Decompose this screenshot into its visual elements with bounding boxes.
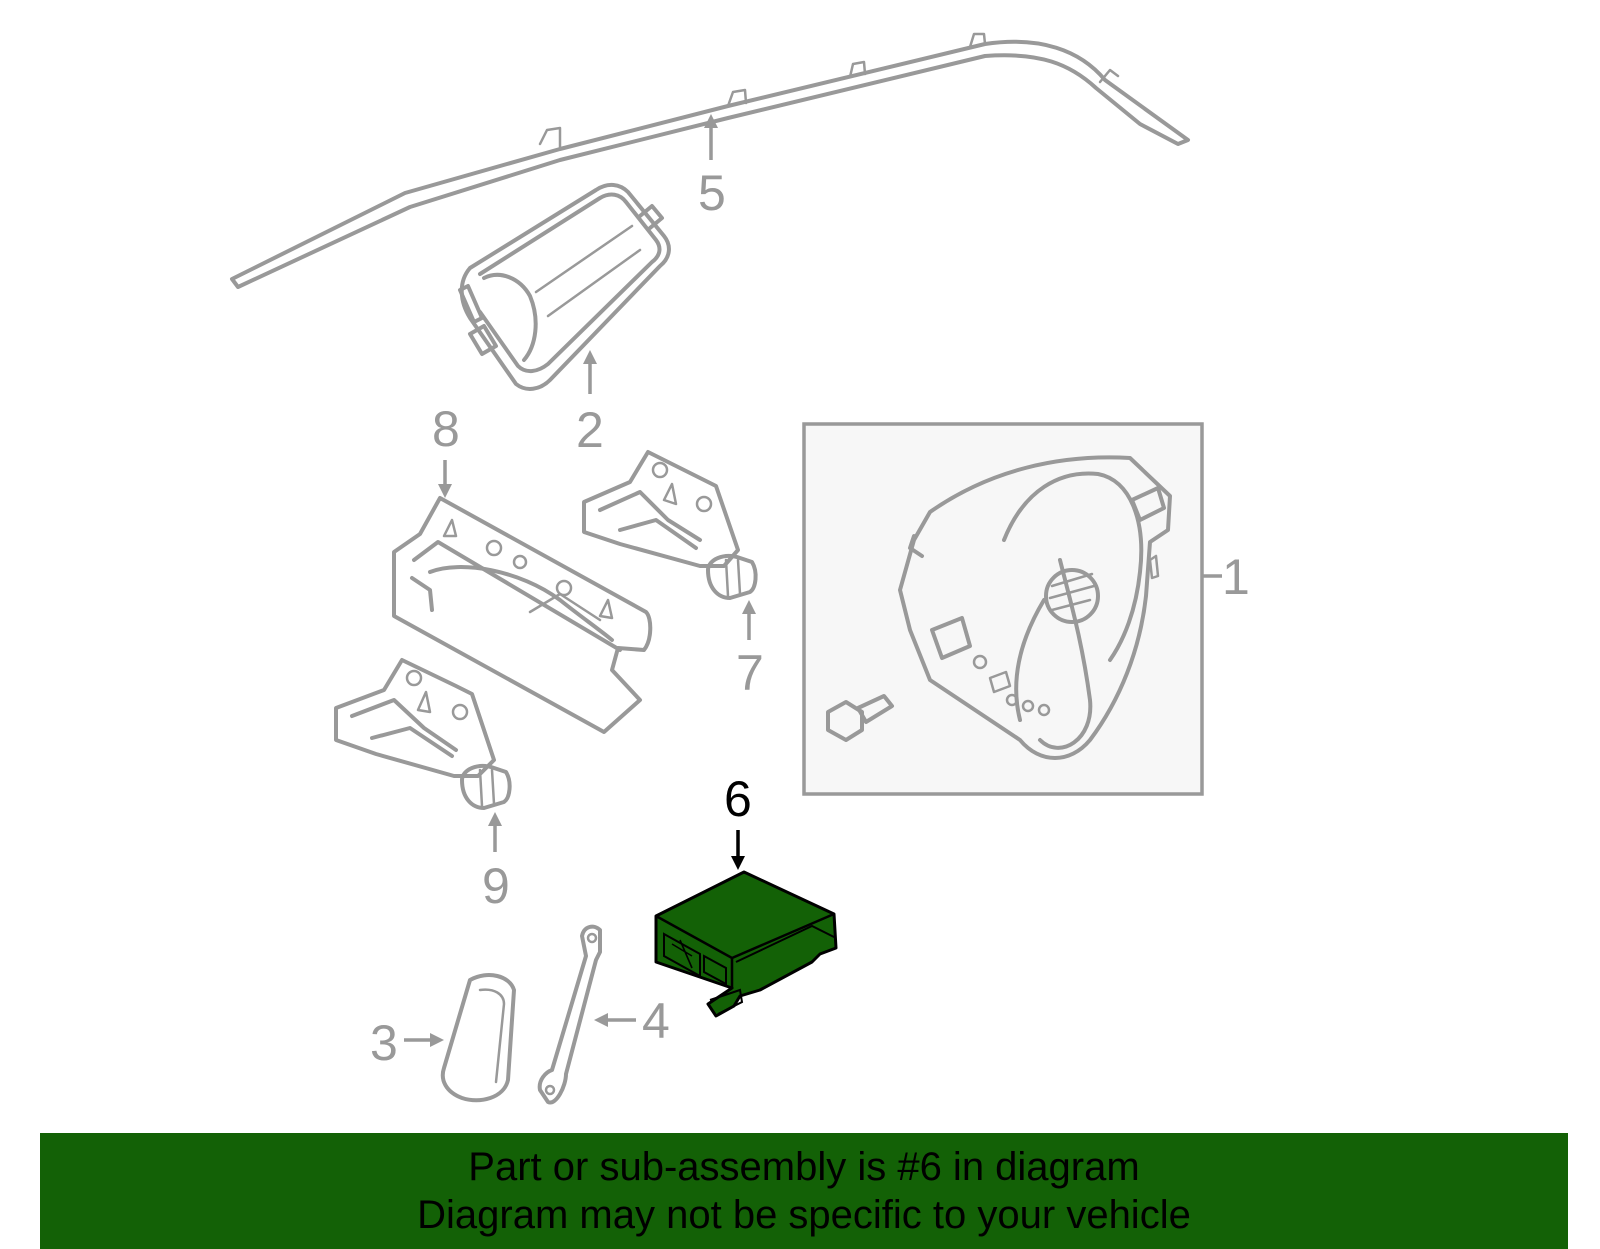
notice-banner: Part or sub-assembly is #6 in diagram Di… [40,1133,1568,1249]
callout-6[interactable]: 6 [724,771,752,827]
part-6-airbag-control-module[interactable] [654,870,838,1018]
part-1-driver-airbag-inset[interactable] [802,422,1204,796]
callout-2[interactable]: 2 [576,402,604,458]
banner-line-2: Diagram may not be specific to your vehi… [417,1193,1191,1237]
callout-1[interactable]: 1 [1222,549,1250,605]
callout-5[interactable]: 5 [698,165,726,221]
arrow-6 [731,856,745,870]
part-8-knee-bracket[interactable] [392,496,653,734]
arrow-3 [430,1033,444,1047]
callout-7[interactable]: 7 [736,645,764,701]
part-3-sensor[interactable] [440,973,516,1103]
part-7-sensor-bracket[interactable] [582,450,758,600]
arrow-2 [583,350,597,364]
part-9-sensor-bracket[interactable] [334,658,512,810]
callout-8[interactable]: 8 [432,401,460,457]
part-2-passenger-airbag[interactable] [458,183,671,391]
banner-line-1: Part or sub-assembly is #6 in diagram [468,1145,1140,1189]
callout-4[interactable]: 4 [642,993,670,1049]
callout-9[interactable]: 9 [482,858,510,914]
arrow-9 [488,812,502,826]
part-5-curtain-airbag[interactable] [230,32,1190,289]
arrow-8 [438,484,452,498]
inset-frame [802,422,1204,796]
arrow-4 [594,1013,608,1027]
callout-3[interactable]: 3 [370,1015,398,1071]
arrow-7 [742,600,756,614]
arrow-5 [704,114,718,128]
part-4-bracket-strip[interactable] [537,924,602,1105]
